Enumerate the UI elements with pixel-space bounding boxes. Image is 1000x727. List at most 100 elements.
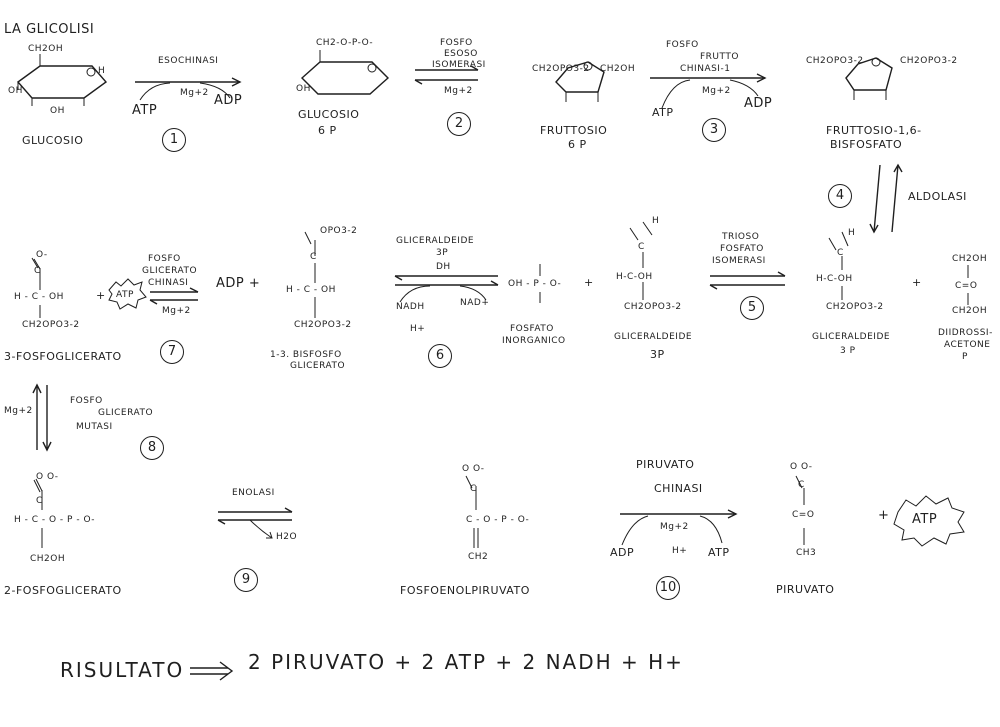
pyruvate-mid: C=O	[792, 510, 815, 520]
reaction-4-number: 4	[828, 184, 852, 208]
r5-enzyme-3: ISOMERASI	[712, 256, 766, 266]
dhap-name-3: P	[962, 352, 968, 362]
r5-enzyme-1: TRIOSO	[722, 232, 760, 242]
gap-mid-bottom: CH2OPO3-2	[624, 302, 682, 312]
bpg13-name-1: 1-3. BISFOSFO	[270, 350, 342, 360]
gap-right-name-1: GLICERALDEIDE	[812, 332, 891, 342]
r1-atp: ATP	[132, 103, 158, 118]
r7-enzyme-2: GLICERATO	[142, 266, 198, 276]
pep-mid: C - O - P - O-	[466, 515, 530, 525]
r3-enzyme-2: FRUTTO	[700, 52, 739, 62]
reaction-6-number: 6	[428, 344, 452, 368]
r6-h: H+	[410, 324, 426, 334]
f6p-name-1: FRUTTOSIO	[540, 124, 608, 137]
pyruvate-plus: +	[878, 508, 890, 523]
reaction-3-number: 3	[702, 118, 726, 142]
r2-enzyme-1: FOSFO	[440, 38, 473, 48]
r2-cofactor: Mg+2	[444, 86, 473, 96]
reaction-7-number: 7	[160, 340, 184, 364]
glucose-oh-left: OH	[8, 86, 23, 96]
f16bp-name-2: BISFOSFATO	[830, 138, 903, 151]
reaction-2-number: 2	[447, 112, 471, 136]
pyruvate-carbon: C	[798, 480, 805, 490]
f6p-right: CH2OH	[600, 64, 636, 74]
summary-text: 2 PIRUVATO + 2 ATP + 2 NADH + H+	[248, 650, 684, 674]
r2-enzyme-3: ISOMERASI	[432, 60, 486, 70]
gap-right-h: H	[848, 228, 856, 238]
bpg13-bottom: CH2OPO3-2	[294, 320, 352, 330]
gap-right-bottom: CH2OPO3-2	[826, 302, 884, 312]
pg3-atp: ATP	[116, 290, 134, 300]
r9-enzyme: ENOLASI	[232, 488, 275, 498]
r9-byproduct: H2O	[276, 532, 298, 542]
r8-enzyme-3: MUTASI	[76, 422, 113, 432]
f16bp-left: CH2OPO3-2	[806, 56, 864, 66]
r10-adp: ADP	[610, 546, 635, 559]
dhap-mid: C=O	[955, 281, 978, 291]
dhap-name-2: ACETONE	[944, 340, 991, 350]
g6p-name-2: 6 P	[318, 124, 337, 137]
bpg13-skeleton	[304, 231, 316, 318]
r1-adp: ADP	[214, 93, 243, 108]
gap-mid-skeleton	[629, 221, 653, 300]
r3-cofactor: Mg+2	[702, 86, 731, 96]
reaction-5-arrow	[709, 271, 786, 290]
pep-bottom: CH2	[468, 552, 489, 562]
r8-cofactor: Mg+2	[4, 406, 33, 416]
gap-right-carbon: C	[837, 248, 844, 258]
r10-enzyme-1: PIRUVATO	[636, 458, 695, 471]
r6-nad: NAD+	[460, 298, 490, 308]
r1-cofactor: Mg+2	[180, 88, 209, 98]
r3-enzyme-3: CHINASI-1	[680, 64, 731, 74]
f6p-ring	[555, 61, 605, 102]
pg2-name: 2-FOSFOGLICERATO	[4, 584, 122, 597]
r6-enzyme-2: 3P	[436, 248, 449, 258]
reaction-7-arrow	[149, 287, 199, 305]
r10-h: H+	[672, 546, 688, 556]
dhap-top: CH2OH	[952, 254, 988, 264]
bpg13-top: OPO3-2	[320, 226, 358, 236]
r8-enzyme-1: FOSFO	[70, 396, 103, 406]
reaction-6-arrow	[394, 275, 499, 303]
g6p-name-1: GLUCOSIO	[298, 108, 360, 121]
pi-name-1: FOSFATO	[510, 324, 554, 334]
r10-atp: ATP	[708, 546, 730, 559]
r3-enzyme-1: FOSFO	[666, 40, 699, 50]
pi-name-2: INORGANICO	[502, 336, 566, 346]
pep-top: O O-	[462, 464, 485, 474]
summary-label: RISULTATO	[60, 658, 185, 682]
reaction-10-arrow	[620, 509, 738, 546]
r3-adp: ADP	[744, 96, 773, 111]
glucose-oh-bottom: OH	[50, 106, 65, 116]
pi-plus: +	[584, 276, 594, 289]
pyruvate-top: O O-	[790, 462, 813, 472]
pyruvate-bottom: CH3	[796, 548, 817, 558]
pg3-name: 3-FOSFOGLICERATO	[4, 350, 122, 363]
r10-enzyme-2: CHINASI	[654, 482, 703, 495]
pep-skeleton	[465, 475, 479, 548]
page-title: LA GLICOLISI	[4, 22, 95, 37]
r3-atp: ATP	[652, 106, 674, 119]
reaction-3-arrow	[650, 73, 767, 109]
gap-right-name-2: 3 P	[840, 346, 856, 356]
r8-enzyme-2: GLICERATO	[98, 408, 154, 418]
reaction-5-number: 5	[740, 296, 764, 320]
pg2-top: O O-	[36, 472, 59, 482]
summary-arrow	[190, 661, 234, 681]
dhap-plus: +	[912, 276, 922, 289]
g6p-phosphate: CH2-O-P-O-	[316, 38, 374, 48]
f6p-left: CH2OPO3-2	[532, 64, 590, 74]
g6p-ring	[300, 50, 390, 95]
r6-enzyme-3: DH	[436, 262, 451, 272]
reaction-4-arrow	[869, 163, 903, 234]
r6-enzyme-1: GLICERALDEIDE	[396, 236, 475, 246]
atp-burst-large	[893, 495, 965, 547]
f16bp-right: CH2OPO3-2	[900, 56, 958, 66]
gap-right-mid: H-C-OH	[816, 274, 853, 284]
glucose-ch2oh: CH2OH	[28, 44, 64, 54]
r7-cofactor: Mg+2	[162, 306, 191, 316]
glucose-h: H	[98, 66, 106, 76]
gap-mid-mid: H-C-OH	[616, 272, 653, 282]
bpg13-name-2: GLICERATO	[290, 361, 346, 371]
r5-enzyme-2: FOSFATO	[720, 244, 764, 254]
